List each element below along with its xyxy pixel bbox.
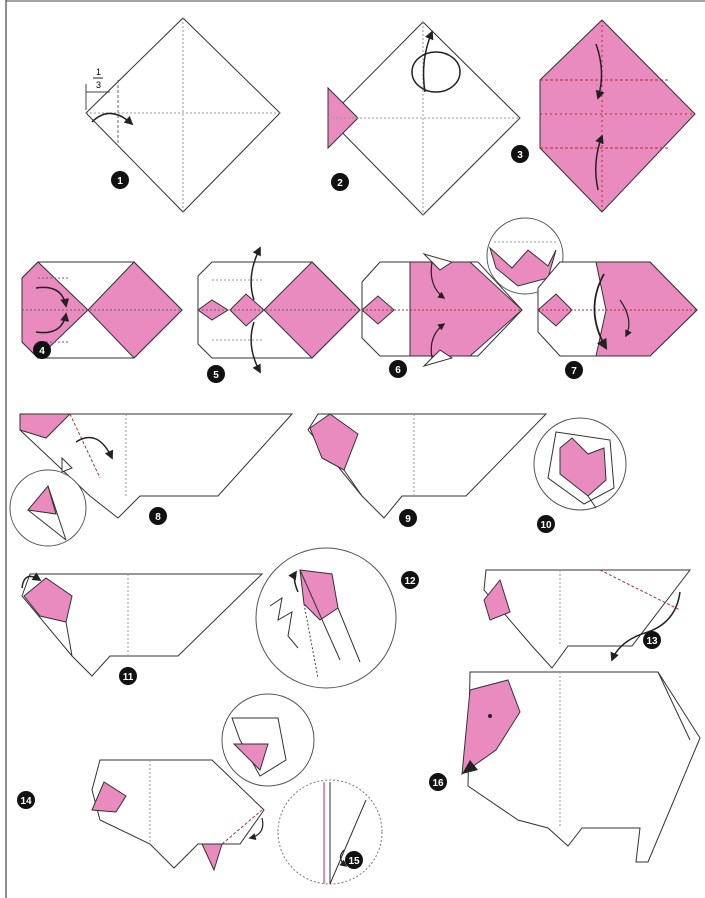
step-15-badge: 15: [345, 851, 363, 869]
svg-text:5: 5: [213, 370, 219, 381]
svg-text:15: 15: [348, 856, 360, 867]
step-14-detail-circle: [222, 694, 314, 786]
svg-text:1: 1: [117, 176, 123, 187]
step-2: [328, 22, 520, 215]
step-6-badge: 6: [389, 360, 407, 378]
step-16-badge: 16: [429, 773, 447, 791]
svg-text:13: 13: [646, 636, 658, 647]
svg-text:9: 9: [405, 514, 411, 525]
step-2-badge: 2: [331, 173, 349, 191]
step-10-badge: 10: [537, 515, 555, 533]
step-11-badge: 11: [119, 667, 137, 685]
svg-text:14: 14: [20, 796, 32, 807]
step-13-badge: 13: [643, 631, 661, 649]
step-1-badge: 1: [111, 171, 129, 189]
step-5: [198, 248, 360, 372]
step-11: [22, 574, 262, 676]
step-14-badge: 14: [17, 791, 35, 809]
step-9-badge: 9: [399, 509, 417, 527]
svg-text:11: 11: [123, 672, 134, 683]
svg-text:10: 10: [540, 520, 552, 531]
svg-text:2: 2: [337, 178, 343, 189]
step-12: [256, 548, 396, 688]
step-7-badge: 7: [565, 361, 583, 379]
step-14: [92, 760, 264, 870]
step-9: [308, 414, 546, 518]
fraction-denominator: 3: [96, 80, 101, 90]
step-4-badge: 4: [33, 341, 51, 359]
step-5-badge: 5: [207, 365, 225, 383]
svg-text:3: 3: [517, 150, 523, 161]
svg-text:6: 6: [395, 365, 401, 376]
step-3-badge: 3: [511, 145, 529, 163]
step-10: [534, 418, 626, 510]
step-8: [10, 414, 292, 546]
step-8-badge: 8: [149, 507, 167, 525]
step-15: [278, 780, 382, 884]
step-7: [538, 262, 697, 356]
svg-text:4: 4: [39, 346, 45, 357]
step-16-finished-sheep: [462, 672, 700, 862]
step-3: [540, 20, 695, 212]
step-12-badge: 12: [401, 571, 419, 589]
svg-text:8: 8: [155, 512, 161, 523]
fraction-numerator: 1: [96, 67, 101, 77]
svg-text:7: 7: [571, 366, 577, 377]
svg-text:16: 16: [432, 778, 444, 789]
step-13: [484, 570, 690, 668]
svg-text:12: 12: [404, 576, 416, 587]
